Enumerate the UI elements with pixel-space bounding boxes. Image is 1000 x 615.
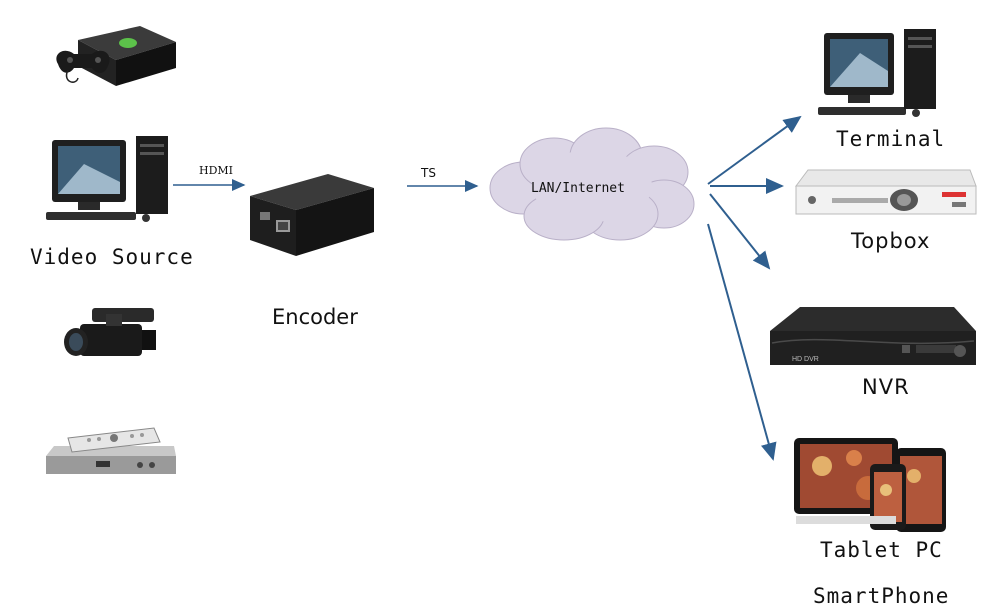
- cloud-icon: [489, 127, 695, 241]
- smartphone-label: SmartPhone: [813, 584, 950, 608]
- arrow-to-nvr: [709, 193, 771, 270]
- tablet-smartphone-icon: [794, 438, 946, 532]
- video-source-label: Video Source: [30, 245, 194, 269]
- network-label: LAN/Internet: [531, 181, 625, 196]
- tablet-label: Tablet PC: [820, 538, 943, 562]
- encoder-label: Encoder: [272, 305, 358, 329]
- nvr-panel-text: HD DVR: [792, 356, 819, 363]
- source-computer-icon: [46, 136, 168, 222]
- hdmi-label: HDMI: [199, 164, 234, 177]
- satellite-receiver-icon: [46, 427, 176, 474]
- nvr-label: NVR: [862, 375, 910, 399]
- camcorder-icon: [64, 308, 156, 356]
- ts-label: TS: [421, 166, 436, 180]
- encoder-device-icon: [250, 174, 374, 256]
- topbox-label: Topbox: [851, 229, 931, 253]
- nvr-icon: HD DVR: [770, 307, 976, 365]
- terminal-label: Terminal: [836, 127, 946, 151]
- terminal-computer-icon: [818, 29, 936, 117]
- arrow-to-tablet: [707, 223, 777, 461]
- topbox-icon: [795, 169, 977, 215]
- arrow-to-terminal: [707, 115, 802, 185]
- game-console-icon: [56, 26, 176, 86]
